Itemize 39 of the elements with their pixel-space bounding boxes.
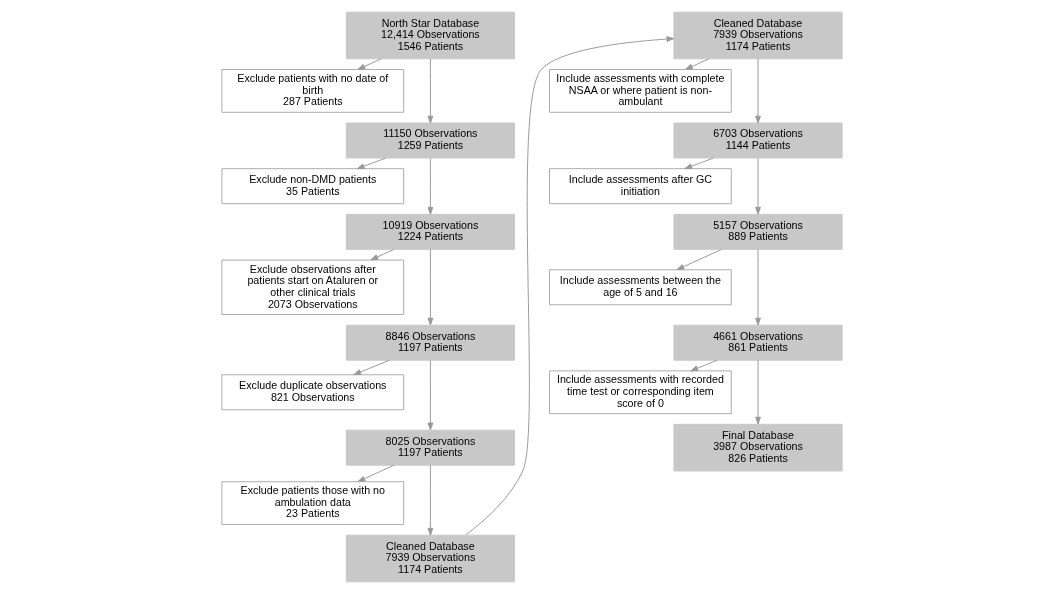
node-box: Exclude non-DMD patients 35 Patients [221, 168, 405, 205]
arrow [370, 248, 395, 261]
arrow [755, 248, 761, 326]
arrow [685, 58, 710, 70]
arrow [684, 157, 715, 170]
arrow [690, 359, 718, 372]
arrow [353, 359, 391, 376]
node-box: 6703 Observations 1144 Patients [673, 122, 843, 159]
node-box: Include assessments after GC initiation [549, 168, 732, 205]
arrow [755, 58, 761, 124]
arrow [465, 36, 675, 536]
node-box: Include assessments between the age of 5 and 16 [549, 269, 732, 306]
arrow [357, 58, 382, 70]
arrow [755, 157, 761, 215]
node-box: Exclude duplicate observations 821 Observations [221, 374, 405, 411]
arrow [755, 359, 761, 425]
node-box: Cleaned Database 7939 Observations 1174 Patients [345, 534, 515, 583]
node-box: Include assessments with complete NSAA or where patient is non-ambulant [549, 69, 732, 113]
arrow [427, 464, 434, 536]
arrow [676, 248, 722, 271]
node-box: Exclude patients those with no ambulation data 23 Patients [221, 481, 405, 525]
node-box: North Star Database 12,414 Observations 1546 Patients [345, 11, 515, 60]
arrow [427, 359, 434, 431]
node-box: Include assessments with recorded time test or corresponding item score of 0 [549, 370, 732, 415]
node-box: 8846 Observations 1197 Patients [345, 324, 515, 361]
node-box: 4661 Observations 861 Patients [673, 324, 843, 361]
arrow [356, 157, 387, 170]
arrow [427, 58, 434, 124]
node-box: 8025 Observations 1197 Patients [345, 429, 515, 466]
node-box: Exclude observations after patients start on Ataluren or other clinical trials 2073 Observations [221, 259, 405, 315]
node-box: Final Database 3987 Observations 826 Patients [673, 423, 843, 472]
node-box: Cleaned Database 7939 Observations 1174 Patients [673, 11, 843, 60]
arrow [357, 464, 395, 483]
node-box: 5157 Observations 889 Patients [673, 213, 843, 250]
arrow [427, 157, 434, 215]
node-box: Exclude patients with no date of birth 287 Patients [221, 69, 405, 113]
arrow [427, 248, 434, 326]
node-box: 10919 Observations 1224 Patients [345, 213, 515, 250]
node-box: 11150 Observations 1259 Patients [345, 122, 515, 159]
